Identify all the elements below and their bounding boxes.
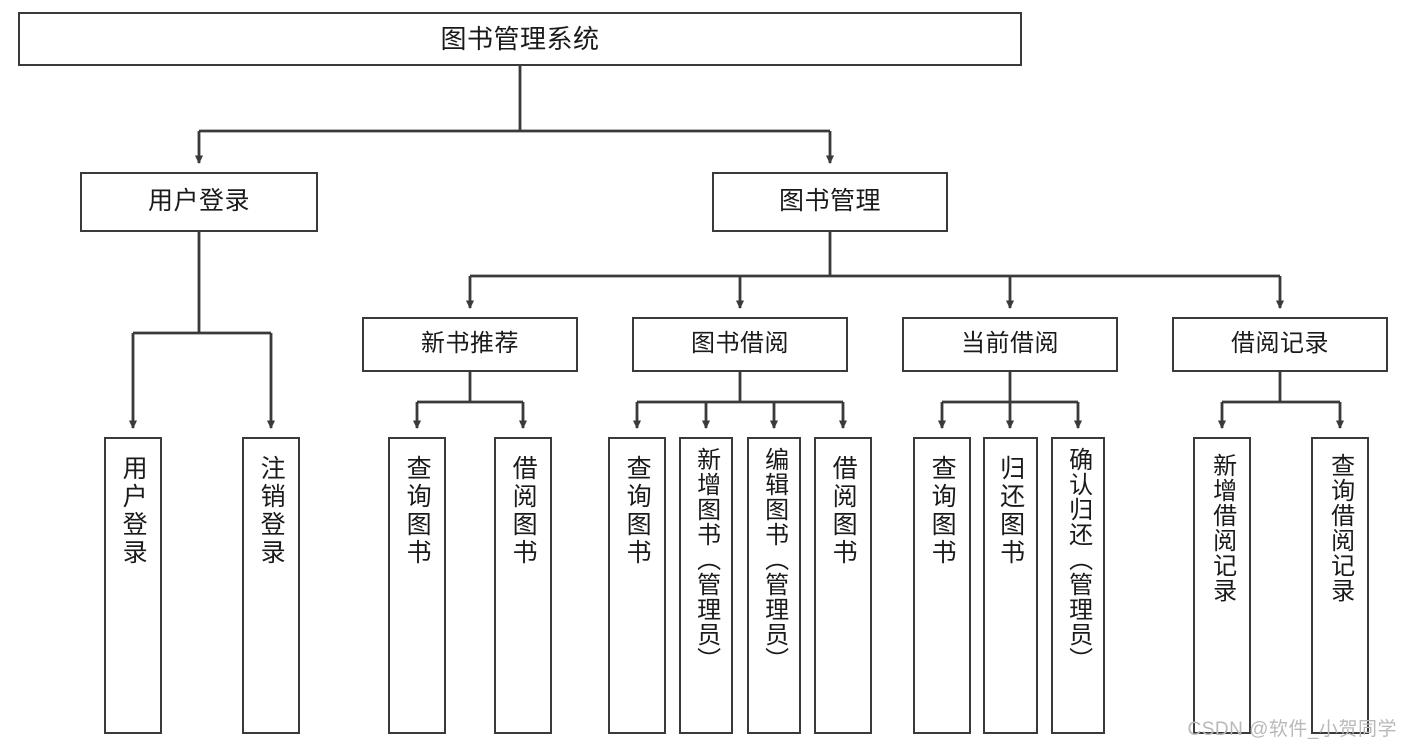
node-book-manage-label: 图书管理	[778, 187, 881, 216]
node-leaf-return-book-label: 归还图书	[996, 455, 1025, 567]
node-leaf-query-book-1[interactable]: 查询图书	[388, 437, 446, 734]
node-leaf-borrow-book-2-label: 借阅图书	[829, 455, 858, 567]
node-leaf-edit-book-label: 编辑图书（管理员）	[760, 447, 788, 672]
node-leaf-user-login[interactable]: 用户登录	[104, 437, 162, 734]
node-current-borrow-label: 当前借阅	[961, 330, 1059, 358]
node-book-borrow-label: 图书借阅	[691, 330, 789, 358]
node-leaf-user-logout-label: 注销登录	[257, 455, 286, 567]
node-leaf-query-book-3-label: 查询图书	[928, 455, 957, 567]
node-leaf-borrow-book-1[interactable]: 借阅图书	[494, 437, 552, 734]
node-leaf-query-record-label: 查询借阅记录	[1326, 453, 1354, 603]
node-leaf-query-book-2[interactable]: 查询图书	[608, 437, 666, 734]
node-leaf-confirm-return-label: 确认归还（管理员）	[1064, 447, 1092, 672]
node-leaf-confirm-return[interactable]: 确认归还（管理员）	[1051, 437, 1105, 734]
node-current-borrow[interactable]: 当前借阅	[902, 317, 1118, 372]
node-leaf-user-login-label: 用户登录	[119, 455, 148, 567]
node-root-label: 图书管理系统	[440, 23, 600, 54]
node-borrow-record[interactable]: 借阅记录	[1172, 317, 1388, 372]
node-book-borrow[interactable]: 图书借阅	[632, 317, 848, 372]
node-leaf-query-book-1-label: 查询图书	[403, 455, 432, 567]
node-user-login[interactable]: 用户登录	[80, 172, 318, 232]
node-leaf-query-book-2-label: 查询图书	[623, 455, 652, 567]
node-root[interactable]: 图书管理系统	[18, 12, 1022, 66]
node-leaf-user-logout[interactable]: 注销登录	[242, 437, 300, 734]
node-leaf-return-book[interactable]: 归还图书	[983, 437, 1038, 734]
node-new-book-recommend-label: 新书推荐	[421, 330, 519, 358]
node-borrow-record-label: 借阅记录	[1231, 330, 1329, 358]
node-leaf-query-record[interactable]: 查询借阅记录	[1311, 437, 1369, 734]
node-leaf-add-book-label: 新增图书（管理员）	[692, 447, 720, 672]
node-leaf-query-book-3[interactable]: 查询图书	[913, 437, 971, 734]
node-book-manage[interactable]: 图书管理	[712, 172, 948, 232]
node-leaf-borrow-book-1-label: 借阅图书	[509, 455, 538, 567]
node-leaf-edit-book[interactable]: 编辑图书（管理员）	[747, 437, 801, 734]
node-leaf-add-record[interactable]: 新增借阅记录	[1193, 437, 1251, 734]
node-user-login-label: 用户登录	[147, 187, 250, 216]
node-leaf-borrow-book-2[interactable]: 借阅图书	[814, 437, 872, 734]
csdn-watermark: CSDN @软件_小贺同学	[1187, 719, 1397, 740]
node-leaf-add-book[interactable]: 新增图书（管理员）	[679, 437, 733, 734]
node-new-book-recommend[interactable]: 新书推荐	[362, 317, 578, 372]
node-leaf-add-record-label: 新增借阅记录	[1208, 453, 1236, 603]
